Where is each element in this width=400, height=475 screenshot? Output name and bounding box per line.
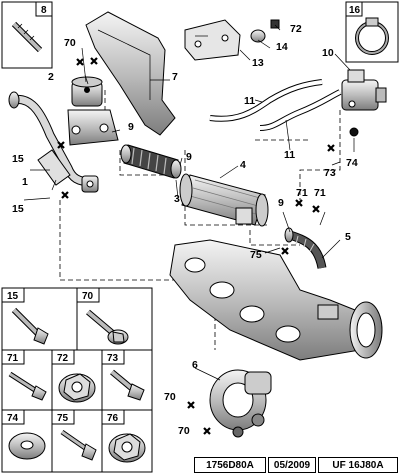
grid-71: 71 [7,353,19,364]
main-drawing [8,11,387,438]
callout-14: 14 [276,41,288,53]
callout-74: 74 [346,157,358,169]
box-8 [1,1,53,69]
callout-3: 3 [174,193,180,205]
fixing-marks [57,57,335,435]
callout-71b: 71 [314,187,326,199]
washer-74 [8,432,46,460]
callout-7: 7 [172,71,178,83]
callout-9c: 9 [278,197,284,209]
callout-9a: 9 [128,121,134,133]
callout-5: 5 [345,231,351,243]
reference-date: 05/2009 [268,457,316,473]
hose-5 [284,227,327,270]
callout-11b: 11 [284,149,295,161]
callout-2: 2 [48,71,54,83]
box-16-label: 16 [349,5,361,16]
grid-73: 73 [107,353,119,364]
callout-numbers: 1 2 3 4 5 6 7 9 9 9 10 11 11 13 14 15 15… [12,23,358,437]
callout-15a: 15 [12,153,24,165]
heat-shield-7 [85,11,176,136]
bolt-75 [60,429,97,461]
reference-secondary-code: UF 16J80A [318,457,398,473]
square-nut-72 [270,19,280,29]
box-8-label: 8 [41,5,47,16]
callout-15b: 15 [12,203,24,215]
grid-74: 74 [7,413,19,424]
bolt-15 [11,307,49,345]
callout-leaders [23,24,355,381]
bolt-73 [110,369,145,401]
callout-71a: 71 [296,187,308,199]
callout-70c: 70 [178,425,190,437]
bolt-71 [8,371,47,401]
callout-11a: 11 [244,95,255,107]
grid-70: 70 [82,291,94,302]
egr-pipe-1 [8,91,99,193]
flex-pipe-3 [120,144,182,179]
grid-labels [1,287,125,425]
grommet-14 [250,29,266,43]
fastener-drawings [8,307,146,463]
callout-75: 75 [250,249,262,261]
callout-13: 13 [252,57,264,69]
bracket-13 [184,19,241,61]
heat-shield-7-fold [97,29,151,100]
reference-code: 1756D80A [194,457,266,473]
bolt-70 [86,309,129,345]
callout-1: 1 [22,176,28,188]
intake-manifold [169,239,383,361]
callout-10: 10 [322,47,334,59]
grid-15: 15 [7,291,19,302]
callout-9b: 9 [186,151,192,163]
nut-76 [108,433,146,463]
ball-joint-74 [349,127,359,137]
grid-72: 72 [57,353,69,364]
callout-70b: 70 [164,391,176,403]
callout-70a: 70 [64,37,76,49]
callout-6: 6 [192,359,198,371]
solenoid-valve-10 [341,69,387,111]
callout-4: 4 [240,159,246,171]
grid-76: 76 [107,413,119,424]
grid-75: 75 [57,413,69,424]
callout-73: 73 [324,167,336,179]
nut-72 [58,373,96,403]
egr-cooler-4 [179,173,269,227]
callout-72: 72 [290,23,302,35]
throttle-body-6 [209,369,272,438]
box-16 [345,1,399,63]
egr-valve-2 [67,76,119,146]
